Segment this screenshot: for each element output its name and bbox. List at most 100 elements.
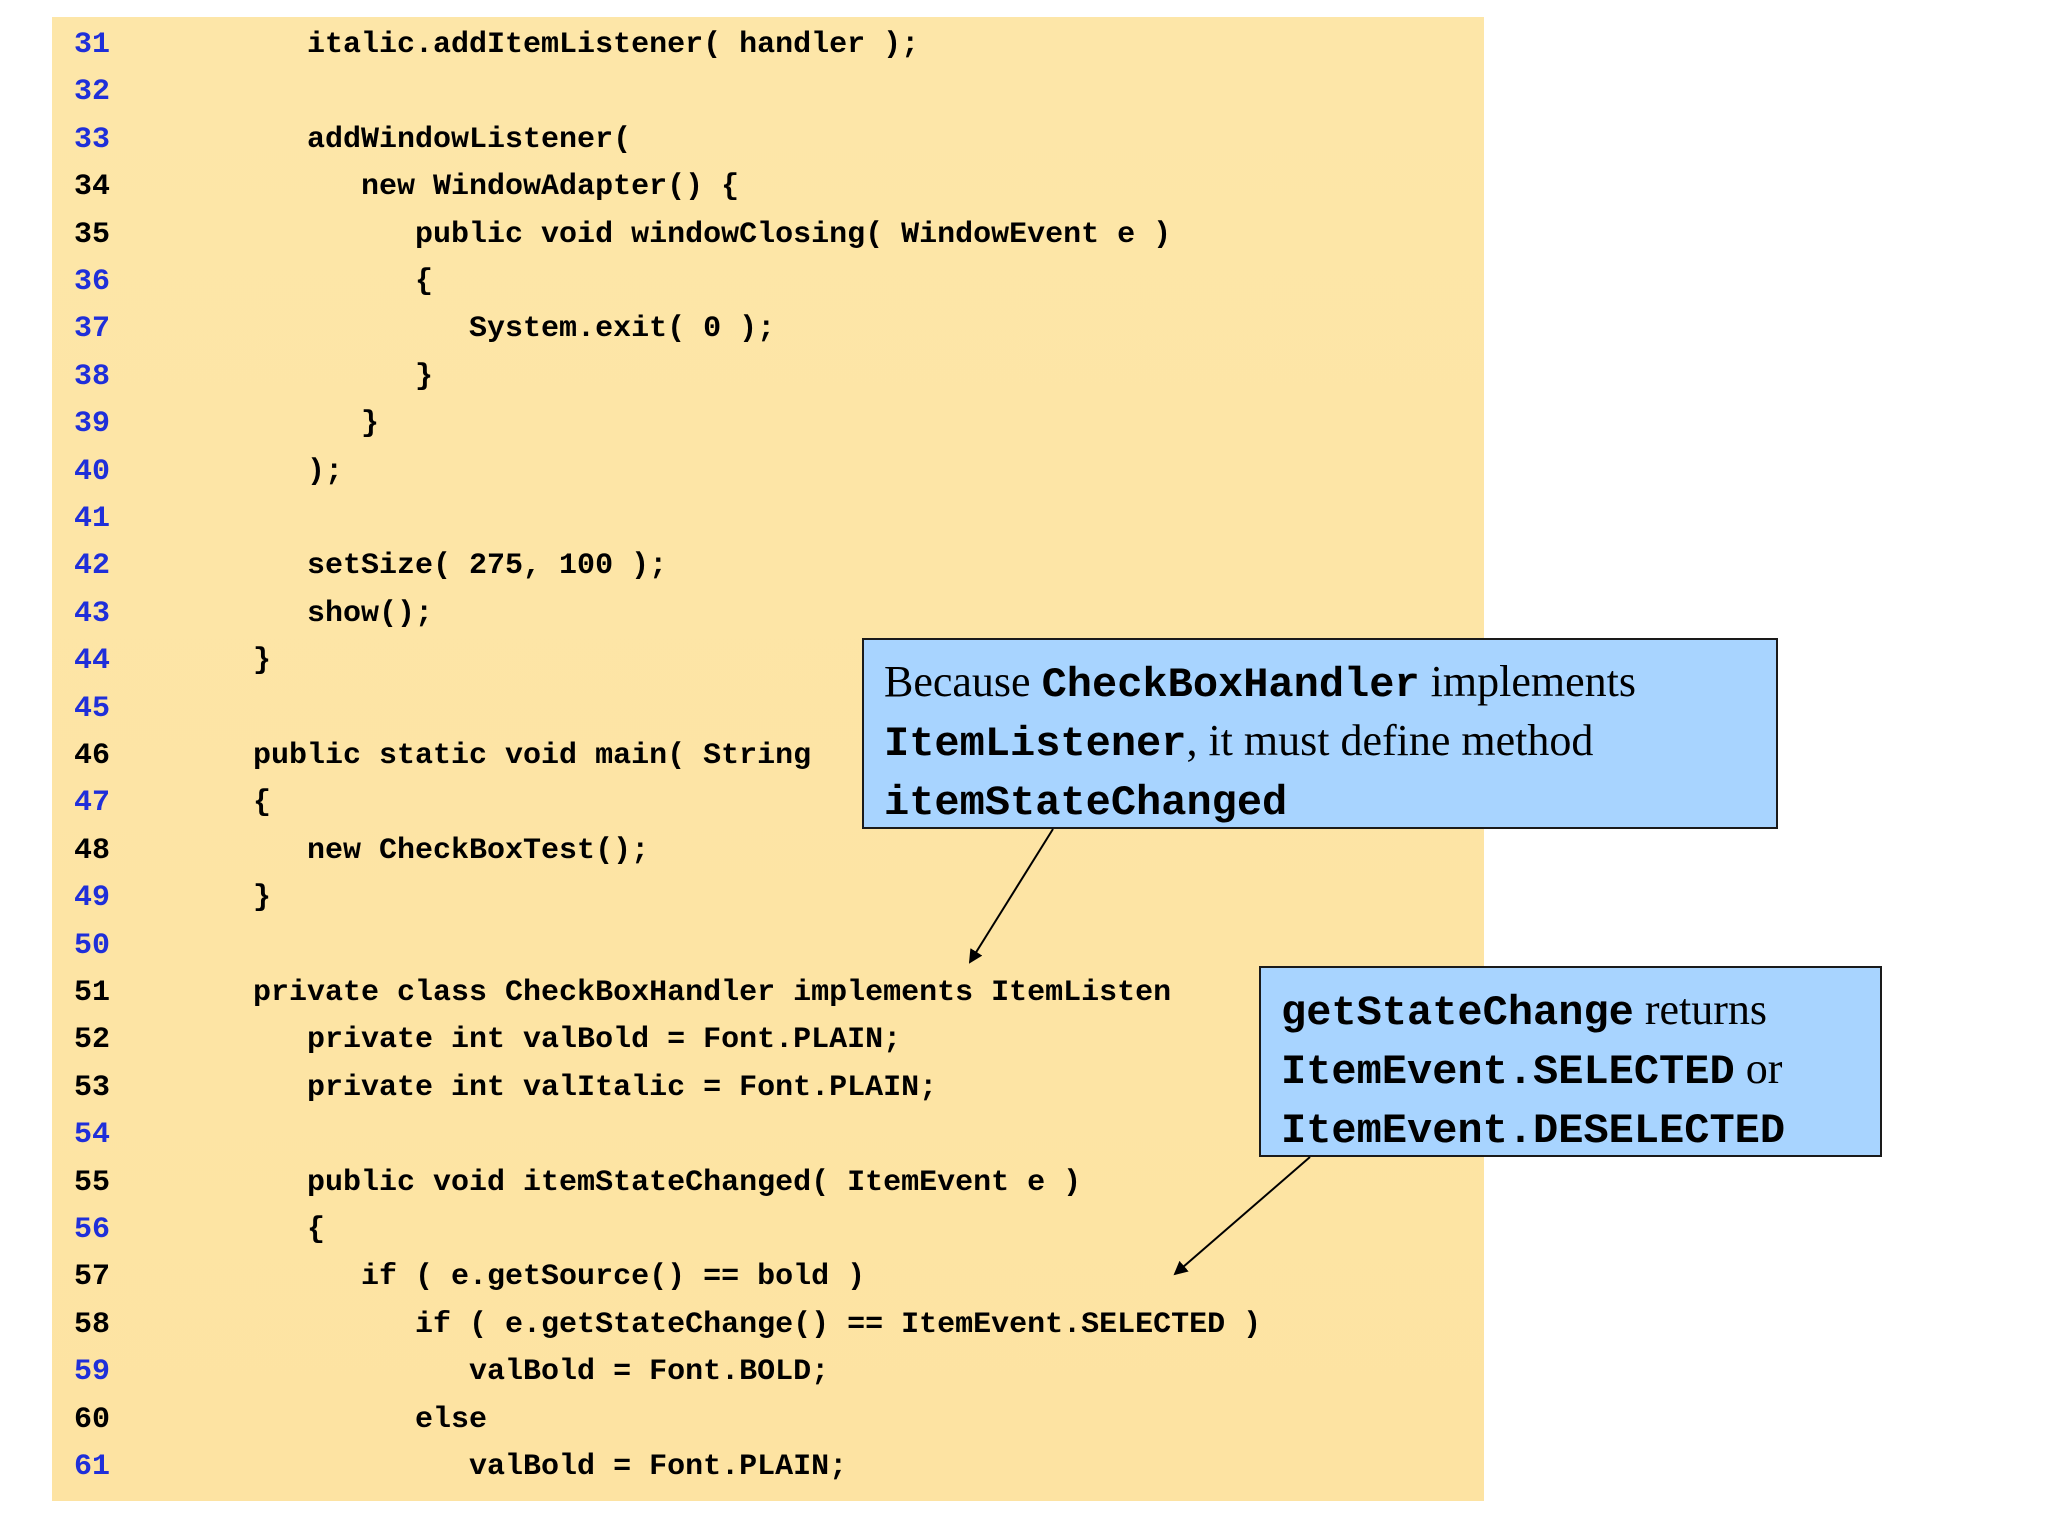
line-number: 38 bbox=[74, 359, 111, 394]
code-line: 60 else bbox=[52, 1396, 1484, 1444]
line-number: 31 bbox=[74, 28, 111, 62]
code-text: } bbox=[199, 881, 272, 916]
code-text: private int valBold = Font.PLAIN; bbox=[199, 1023, 902, 1058]
code-line: 37 System.exit( 0 ); bbox=[52, 305, 1484, 353]
line-number: 57 bbox=[74, 1260, 111, 1295]
line-number: 40 bbox=[74, 454, 111, 489]
line-number: 55 bbox=[74, 1165, 111, 1200]
line-number: 47 bbox=[74, 786, 111, 821]
line-number: 42 bbox=[74, 549, 111, 584]
line-number: 35 bbox=[74, 217, 111, 252]
code-line: 43 show(); bbox=[52, 590, 1484, 638]
code-text: valBold = Font.PLAIN; bbox=[199, 1450, 848, 1484]
code-text: new WindowAdapter() { bbox=[199, 170, 740, 205]
code-line: 32 bbox=[52, 68, 1484, 116]
code-line: 40 ); bbox=[52, 448, 1484, 496]
line-number: 49 bbox=[74, 881, 111, 916]
code-line: 41 bbox=[52, 495, 1484, 543]
callout-code-text: ItemEvent.SELECTED bbox=[1281, 1048, 1735, 1096]
code-line: 53 private int valItalic = Font.PLAIN; bbox=[52, 1064, 1484, 1112]
callout-code-text: itemStateChanged bbox=[884, 779, 1288, 827]
code-line: 49 } bbox=[52, 874, 1484, 922]
code-line: 31 italic.addItemListener( handler ); bbox=[52, 21, 1484, 69]
callout-line: itemStateChanged bbox=[884, 772, 1756, 831]
code-line: 58 if ( e.getStateChange() == ItemEvent.… bbox=[52, 1301, 1484, 1349]
line-number: 44 bbox=[74, 644, 111, 679]
code-line: 56 { bbox=[52, 1206, 1484, 1254]
callout-code-text: CheckBoxHandler bbox=[1041, 661, 1420, 709]
line-number: 45 bbox=[74, 691, 111, 726]
line-number: 52 bbox=[74, 1023, 111, 1058]
code-line: 44 } bbox=[52, 637, 1484, 685]
code-text: ); bbox=[199, 454, 344, 489]
code-text: addWindowListener( bbox=[199, 122, 632, 157]
code-line: 57 if ( e.getSource() == bold ) bbox=[52, 1253, 1484, 1301]
code-text: new CheckBoxTest(); bbox=[199, 833, 650, 868]
code-text: italic.addItemListener( handler ); bbox=[199, 28, 920, 62]
code-line: 50 bbox=[52, 922, 1484, 970]
code-line: 46 public static void main( String bbox=[52, 732, 1484, 780]
callout-line: ItemEvent.DESELECTED bbox=[1281, 1100, 1860, 1159]
line-number: 50 bbox=[74, 928, 111, 963]
callout-code-text: getStateChange bbox=[1281, 989, 1634, 1037]
code-line: 54 bbox=[52, 1111, 1484, 1159]
code-line: 51 private class CheckBoxHandler impleme… bbox=[52, 969, 1484, 1017]
code-line: 55 public void itemStateChanged( ItemEve… bbox=[52, 1159, 1484, 1207]
code-text: show(); bbox=[199, 596, 434, 631]
code-text: public static void main( String bbox=[199, 739, 812, 773]
code-line: 42 setSize( 275, 100 ); bbox=[52, 542, 1484, 590]
code-text: { bbox=[199, 1213, 326, 1247]
callout-text: or bbox=[1734, 1044, 1783, 1093]
code-text: { bbox=[199, 265, 434, 299]
code-line: 33 addWindowListener( bbox=[52, 116, 1484, 164]
code-text: public void windowClosing( WindowEvent e… bbox=[199, 217, 1172, 252]
code-line: 61 valBold = Font.PLAIN; bbox=[52, 1443, 1484, 1491]
callout-code-text: ItemListener bbox=[884, 720, 1187, 768]
code-text: valBold = Font.BOLD; bbox=[199, 1355, 830, 1390]
code-text: { bbox=[199, 786, 272, 821]
code-line: 45 bbox=[52, 685, 1484, 733]
code-text: private class CheckBoxHandler implements… bbox=[199, 976, 1172, 1010]
callout-text: Because bbox=[884, 657, 1042, 706]
callout-text: returns bbox=[1633, 985, 1768, 1034]
callout-code-text: ItemEvent.DESELECTED bbox=[1281, 1107, 1786, 1155]
code-line: 39 } bbox=[52, 400, 1484, 448]
callout-text: , it must define method bbox=[1186, 716, 1594, 765]
line-number: 36 bbox=[74, 265, 111, 299]
callout-line: ItemEvent.SELECTED or bbox=[1281, 1041, 1860, 1100]
line-number: 48 bbox=[74, 833, 111, 868]
callout-line: Because CheckBoxHandler implements bbox=[884, 654, 1756, 713]
code-text: System.exit( 0 ); bbox=[199, 312, 776, 347]
code-line: 59 valBold = Font.BOLD; bbox=[52, 1348, 1484, 1396]
line-number: 46 bbox=[74, 739, 111, 773]
line-number: 37 bbox=[74, 312, 111, 347]
code-text: if ( e.getStateChange() == ItemEvent.SEL… bbox=[199, 1307, 1262, 1342]
code-text: if ( e.getSource() == bold ) bbox=[199, 1260, 866, 1295]
callout-text: implements bbox=[1419, 657, 1636, 706]
code-line: 52 private int valBold = Font.PLAIN; bbox=[52, 1016, 1484, 1064]
code-text: } bbox=[199, 359, 434, 394]
callout-line: ItemListener, it must define method bbox=[884, 713, 1756, 772]
line-number: 54 bbox=[74, 1118, 111, 1153]
code-text: setSize( 275, 100 ); bbox=[199, 549, 668, 584]
line-number: 51 bbox=[74, 976, 111, 1010]
callout-itemlistener-note: Because CheckBoxHandler implements ItemL… bbox=[862, 638, 1778, 829]
code-text: } bbox=[199, 644, 272, 679]
line-number: 43 bbox=[74, 596, 111, 631]
code-text: } bbox=[199, 407, 380, 442]
callout-line: getStateChange returns bbox=[1281, 982, 1860, 1041]
line-number: 58 bbox=[74, 1307, 111, 1342]
line-number: 34 bbox=[74, 170, 111, 205]
code-text: public void itemStateChanged( ItemEvent … bbox=[199, 1165, 1082, 1200]
line-number: 41 bbox=[74, 502, 111, 536]
line-number: 61 bbox=[74, 1450, 111, 1484]
line-number: 60 bbox=[74, 1402, 111, 1437]
line-number: 56 bbox=[74, 1213, 111, 1247]
code-line: 34 new WindowAdapter() { bbox=[52, 163, 1484, 211]
code-line: 38 } bbox=[52, 353, 1484, 401]
code-line: 47 { bbox=[52, 779, 1484, 827]
line-number: 53 bbox=[74, 1070, 111, 1105]
line-number: 32 bbox=[74, 75, 111, 110]
code-line: 35 public void windowClosing( WindowEven… bbox=[52, 211, 1484, 259]
line-number: 59 bbox=[74, 1355, 111, 1390]
